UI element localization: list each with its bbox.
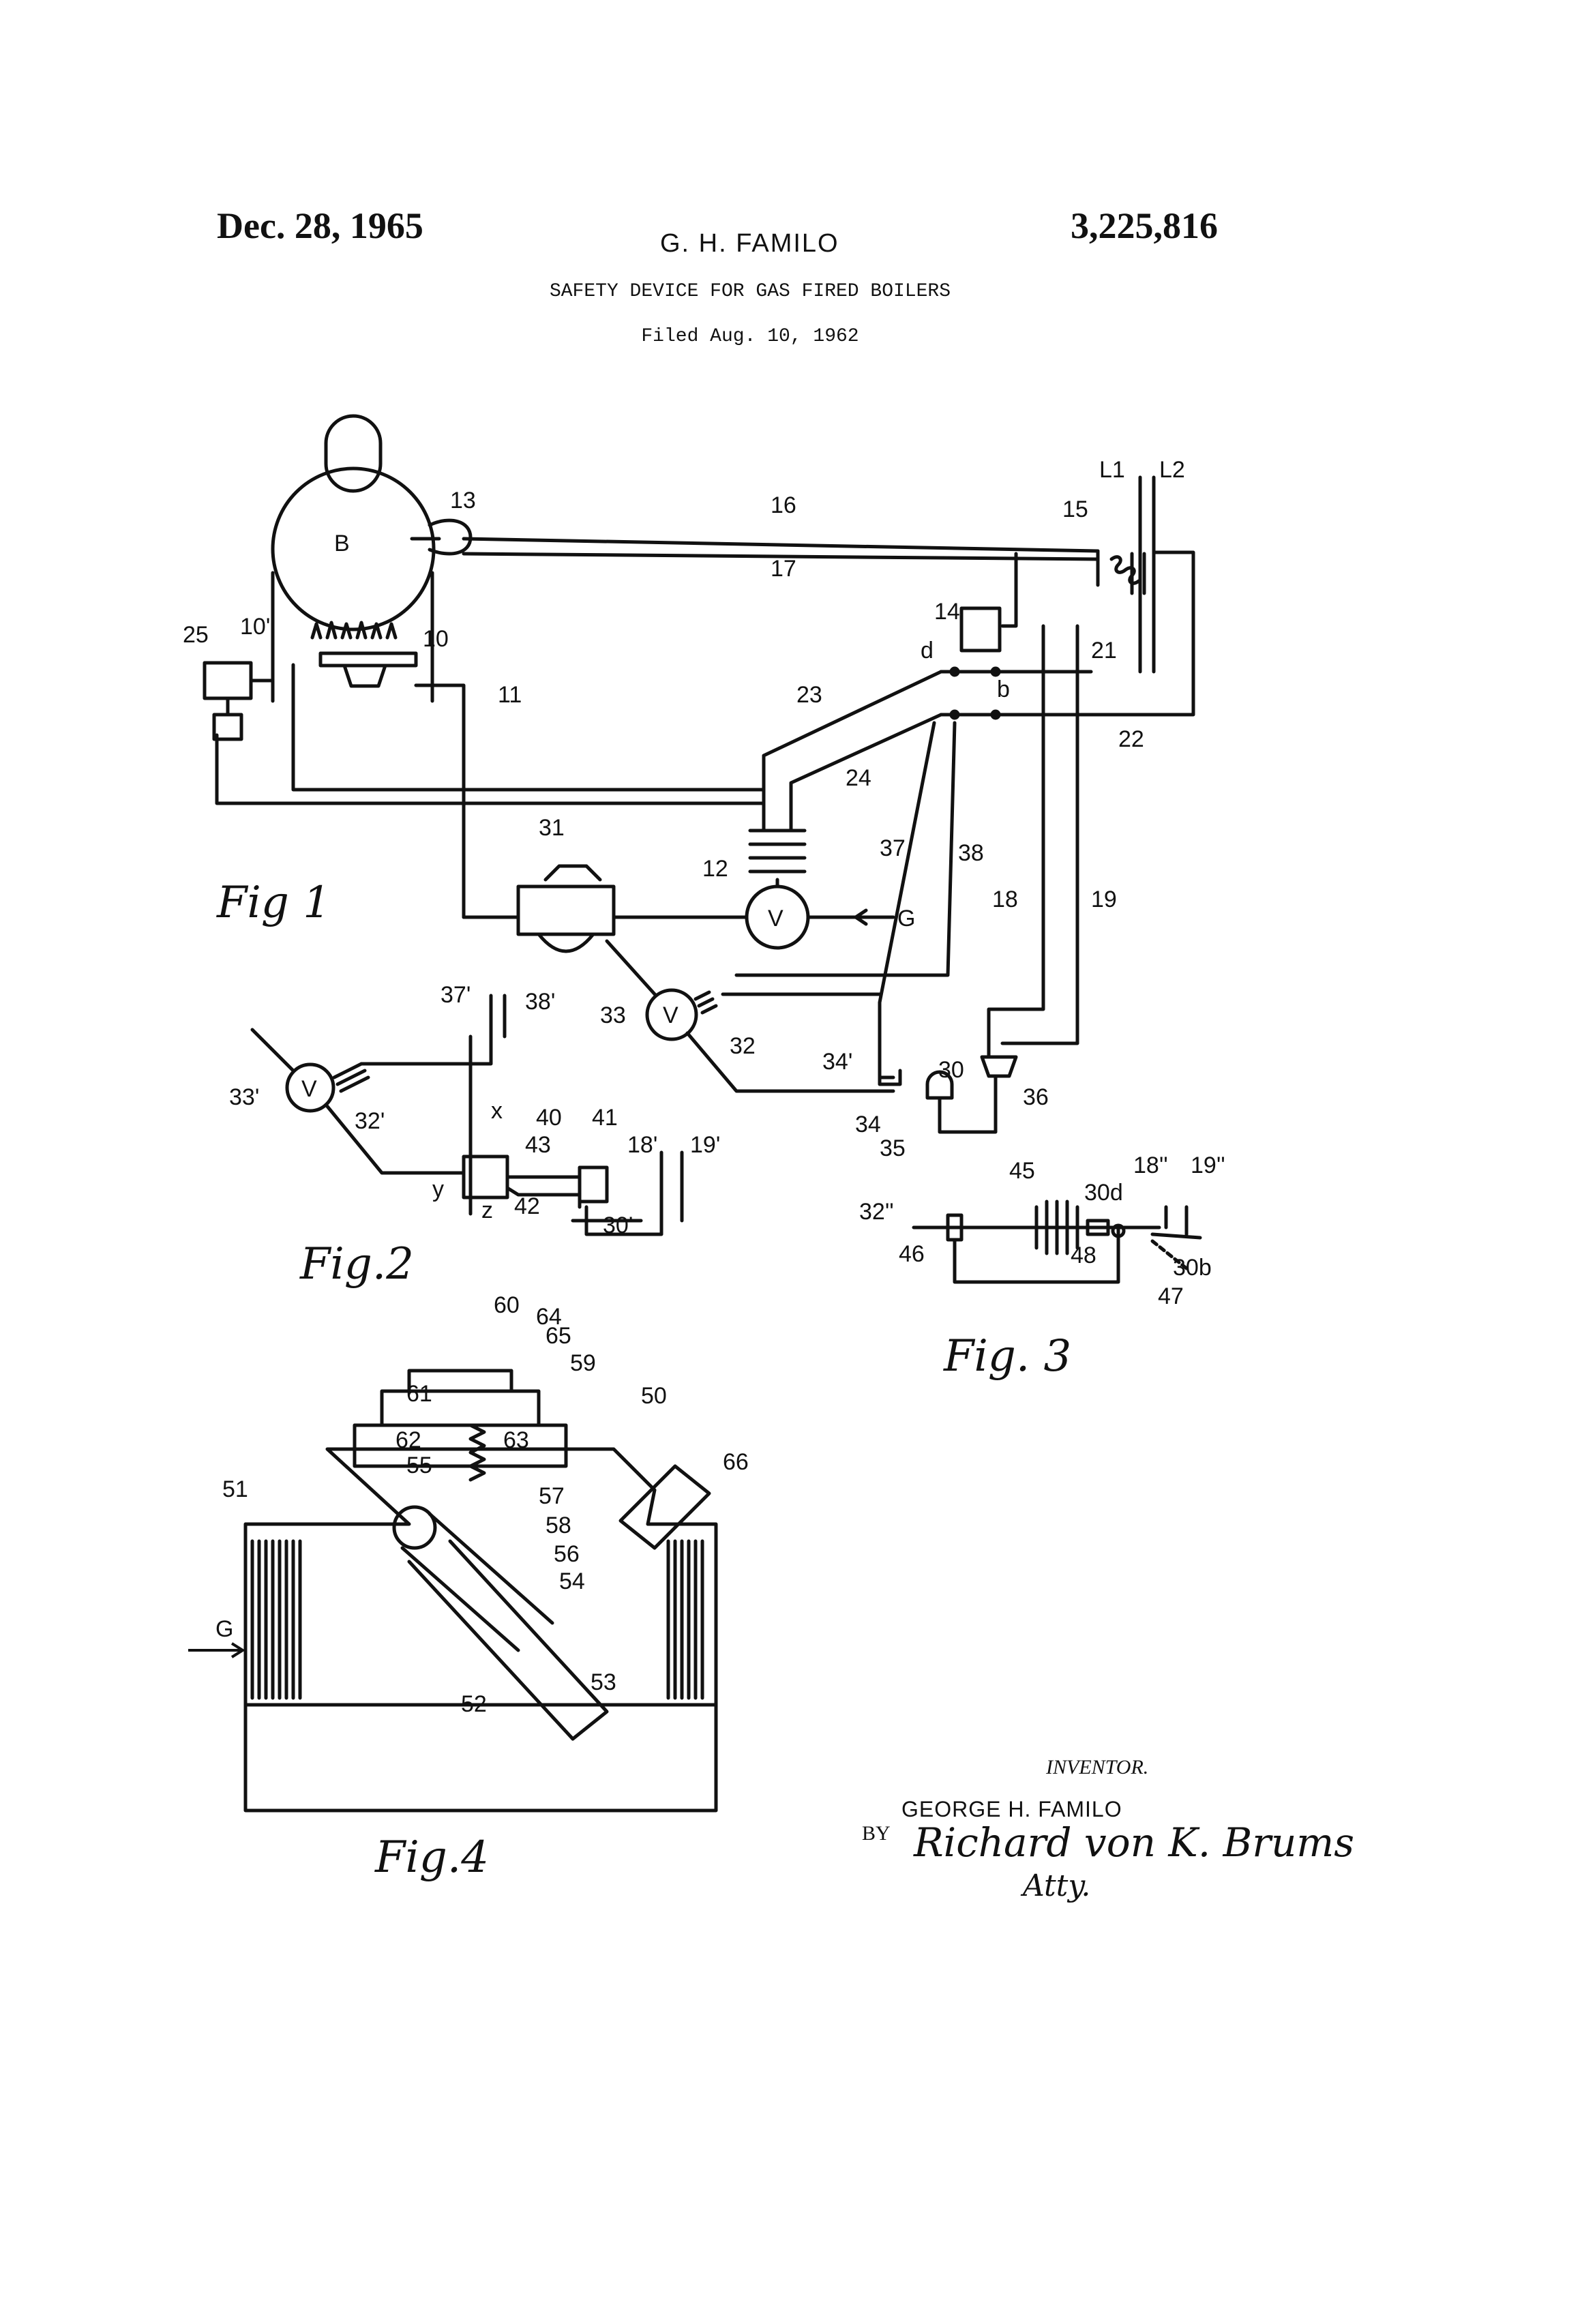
label-51: 51 [222,1476,248,1502]
figure-1-drawing [205,416,1193,1132]
label-58: 58 [546,1513,571,1538]
label-b: b [997,676,1010,702]
label-53: 53 [591,1669,616,1695]
label-41: 41 [592,1105,618,1131]
label-25: 25 [183,622,209,648]
label-63: 63 [503,1427,529,1453]
label-19-double-prime: 19'' [1191,1152,1225,1178]
label-33: 33 [600,1002,626,1028]
label-35: 35 [880,1135,906,1161]
figure-3-drawing [914,1202,1200,1282]
label-10: 10 [423,626,449,652]
figure-labels: B 13 16 17 15 L1 L2 14 21 22 d b 23 24 2… [183,457,1225,1717]
label-32-prime: 32' [355,1108,385,1134]
label-14: 14 [934,599,960,625]
label-48: 48 [1071,1242,1096,1268]
figure-3-caption: Fig. 3 [943,1331,1071,1382]
label-62: 62 [395,1427,421,1453]
label-16: 16 [771,492,796,518]
label-19: 19 [1091,887,1117,912]
label-y: y [432,1176,444,1202]
atty-label: Atty. [1023,1868,1090,1903]
label-L2: L2 [1159,457,1185,483]
label-d: d [921,638,934,664]
label-54: 54 [559,1568,585,1594]
label-32-double-prime: 32'' [859,1199,894,1225]
label-45: 45 [1009,1158,1035,1184]
label-12: 12 [702,856,728,882]
label-V-33: V [663,1002,678,1028]
label-11: 11 [498,682,522,708]
label-43: 43 [525,1132,551,1158]
figure-1-caption: Fig 1 [216,878,331,928]
label-30: 30 [938,1057,964,1083]
label-65: 65 [546,1323,571,1349]
label-z: z [481,1197,493,1223]
label-36: 36 [1023,1084,1049,1110]
figure-2-caption: Fig.2 [299,1239,414,1290]
label-17: 17 [771,556,796,582]
label-37-prime: 37' [441,982,471,1008]
label-34: 34 [855,1112,881,1137]
label-x: x [491,1098,503,1124]
label-30d: 30d [1084,1180,1123,1206]
label-G-fig1: G [897,906,915,932]
label-18-double-prime: 18'' [1133,1152,1168,1178]
label-52: 52 [461,1691,487,1717]
label-15: 15 [1062,496,1088,522]
label-46: 46 [899,1241,925,1267]
label-30b: 30b [1173,1255,1212,1281]
label-57: 57 [539,1483,565,1509]
label-33-prime: 33' [229,1084,259,1110]
label-21: 21 [1091,638,1117,664]
label-24: 24 [846,765,871,791]
attorney-signature: Richard von K. Brums [914,1819,1354,1866]
label-10-prime: 10' [240,614,270,640]
label-30-prime: 30' [603,1212,633,1238]
label-60: 60 [494,1292,520,1318]
label-18-prime: 18' [627,1132,657,1158]
label-23: 23 [796,682,822,708]
label-V-33-prime: V [301,1076,317,1102]
figure-captions: Fig 1 Fig.2 Fig. 3 Fig.4 [216,878,1071,1883]
inventor-name: GEORGE H. FAMILO [901,1797,1122,1822]
label-V-12: V [768,906,783,932]
label-37: 37 [880,835,906,861]
label-40: 40 [536,1105,562,1131]
label-61: 61 [406,1381,432,1407]
label-47: 47 [1158,1283,1184,1309]
label-56: 56 [554,1541,580,1567]
inventor-heading: INVENTOR. [1046,1756,1148,1779]
figure-4-caption: Fig.4 [374,1832,489,1883]
figure-4-drawing [245,1371,716,1811]
label-31: 31 [539,815,565,841]
label-32: 32 [730,1033,756,1059]
label-22: 22 [1118,726,1144,752]
label-13: 13 [450,488,476,513]
label-59: 59 [570,1350,596,1376]
label-34-prime: 34' [822,1049,852,1075]
label-18: 18 [992,887,1018,912]
label-38-prime: 38' [525,989,555,1015]
label-66: 66 [723,1449,749,1475]
label-G-fig4: G [215,1616,233,1642]
label-L1: L1 [1099,457,1125,483]
label-19-prime: 19' [690,1132,720,1158]
label-42: 42 [514,1193,540,1219]
label-55: 55 [406,1452,432,1478]
label-B: B [334,531,350,556]
by-label: BY [862,1822,891,1845]
label-38: 38 [958,840,984,866]
label-50: 50 [641,1383,667,1409]
